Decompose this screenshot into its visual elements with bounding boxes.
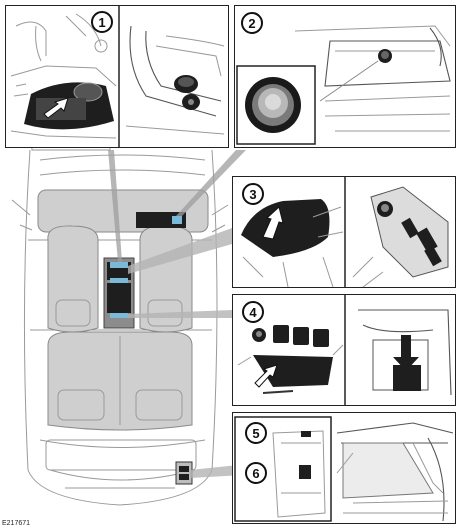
callout-6: 6 [245, 462, 267, 484]
callout-4: 4 [242, 301, 264, 323]
callout-5: 5 [245, 422, 267, 444]
callout-2: 2 [241, 12, 263, 34]
callout-1: 1 [91, 11, 113, 33]
panel-2-glovebox: 2 [234, 5, 456, 148]
panel-3-armrest: 3 [232, 176, 456, 288]
console-highlight-3 [110, 278, 128, 283]
figure-code: E217671 [2, 520, 31, 527]
console-highlight-1 [110, 262, 128, 268]
panel-5-6-load-space: 5 6 [232, 412, 456, 524]
panel-1-front-console: 1 [5, 5, 229, 148]
panel-4-console-lower: 4 [232, 294, 456, 406]
callout-3: 3 [242, 183, 264, 205]
console-highlight-4 [110, 313, 128, 318]
rear-storage-box [175, 461, 193, 485]
